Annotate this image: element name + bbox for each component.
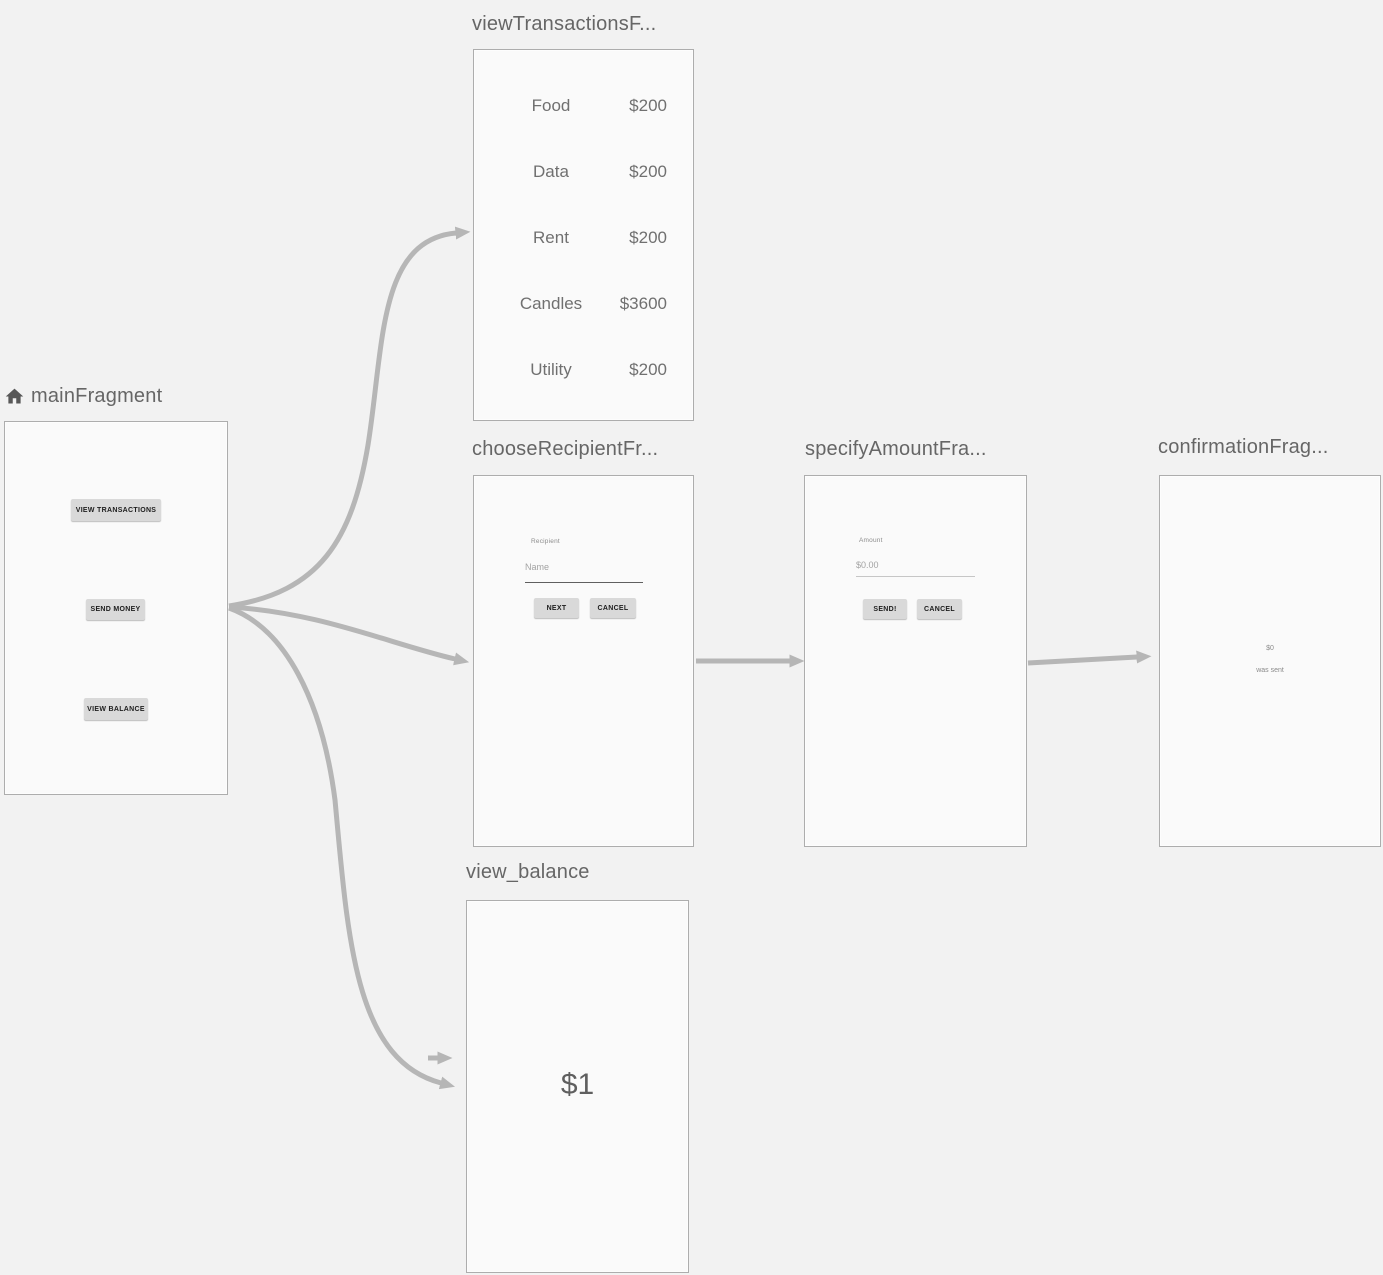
fragment-header-view-transactions[interactable]: viewTransactionsF... [472,13,656,36]
transaction-row: Candles $3600 [474,271,693,337]
cancel-button[interactable]: CANCEL [590,598,636,618]
action-arrow-main-to-view-transactions[interactable] [228,226,471,609]
fragment-card-view-balance[interactable]: $1 [466,900,689,1273]
transaction-label: Rent [533,228,569,247]
action-arrow-main-to-choose-recipient[interactable] [228,604,470,666]
send-money-button[interactable]: SEND MONEY [86,599,145,620]
transaction-value: $200 [629,96,667,115]
fragment-header-main[interactable]: mainFragment [4,385,162,408]
fragment-header-specify-amount[interactable]: specifyAmountFra... [805,438,987,461]
recipient-name-input[interactable]: Name [525,562,550,572]
transaction-row: Rent $200 [474,205,693,271]
transaction-row: Data $200 [474,139,693,205]
fragment-title-view-transactions: viewTransactionsF... [472,13,657,35]
recipient-field-label: Recipient [531,538,560,545]
transaction-label: Utility [530,360,572,379]
cancel-button[interactable]: CANCEL [917,599,962,619]
fragment-title-view-balance: view_balance [466,861,590,883]
balance-amount-text: $1 [560,1068,595,1101]
fragment-card-main[interactable]: VIEW TRANSACTIONS SEND MONEY VIEW BALANC… [4,421,228,795]
amount-input-underline [856,576,975,577]
amount-field-label: Amount [859,537,883,544]
fragment-card-specify-amount[interactable]: Amount $0.00 SEND! CANCEL [804,475,1027,847]
transaction-label: Data [533,162,569,181]
view-balance-button[interactable]: VIEW BALANCE [84,698,148,720]
fragment-header-view-balance[interactable]: view_balance [466,861,590,884]
transaction-row: Utility $200 [474,337,693,403]
transaction-value: $200 [629,360,667,379]
fragment-header-confirmation[interactable]: confirmationFrag... [1158,436,1329,459]
confirmation-message-text: was sent [1256,667,1284,674]
transaction-value: $200 [629,228,667,247]
amount-input[interactable]: $0.00 [856,560,879,570]
fragment-title-main: mainFragment [31,385,163,407]
fragment-card-choose-recipient[interactable]: Recipient Name NEXT CANCEL [473,475,694,847]
fragment-title-confirmation: confirmationFrag... [1158,436,1329,458]
transaction-row: Food $200 [474,73,693,139]
transaction-label: Food [531,96,571,115]
transaction-value: $200 [629,162,667,181]
fragment-card-confirmation[interactable]: $0 was sent [1159,475,1381,847]
confirmation-amount-text: $0 [1266,645,1274,652]
action-arrow-specify-amount-to-confirmation[interactable] [1027,650,1152,666]
fragment-card-view-transactions[interactable]: Food $200 Data $200 Rent $200 Candles $3… [473,49,694,421]
next-button[interactable]: NEXT [534,598,579,618]
transaction-value: $3600 [619,294,667,313]
send-button[interactable]: SEND! [863,599,907,619]
home-icon [5,388,24,404]
recipient-input-underline [525,582,643,583]
view-transactions-button[interactable]: VIEW TRANSACTIONS [71,499,161,521]
action-arrow-main-to-view-balance[interactable] [228,605,456,1090]
fragment-title-specify-amount: specifyAmountFra... [805,438,987,460]
transaction-label: Candles [519,294,583,313]
fragment-title-choose-recipient: chooseRecipientFr... [472,438,659,460]
fragment-header-choose-recipient[interactable]: chooseRecipientFr... [472,438,658,461]
